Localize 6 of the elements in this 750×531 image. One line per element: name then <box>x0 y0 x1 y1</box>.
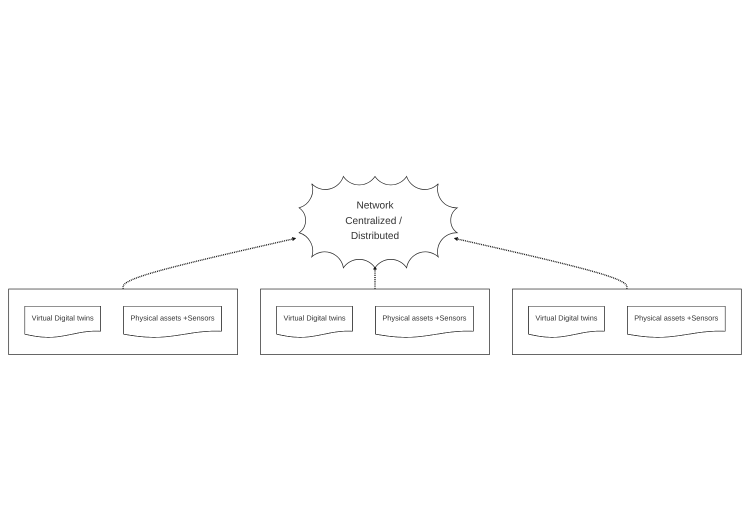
cluster <box>260 288 490 355</box>
arrow <box>454 237 628 290</box>
arrow <box>122 237 296 290</box>
arrow <box>372 266 378 290</box>
cluster <box>8 288 238 355</box>
cluster <box>512 288 742 355</box>
